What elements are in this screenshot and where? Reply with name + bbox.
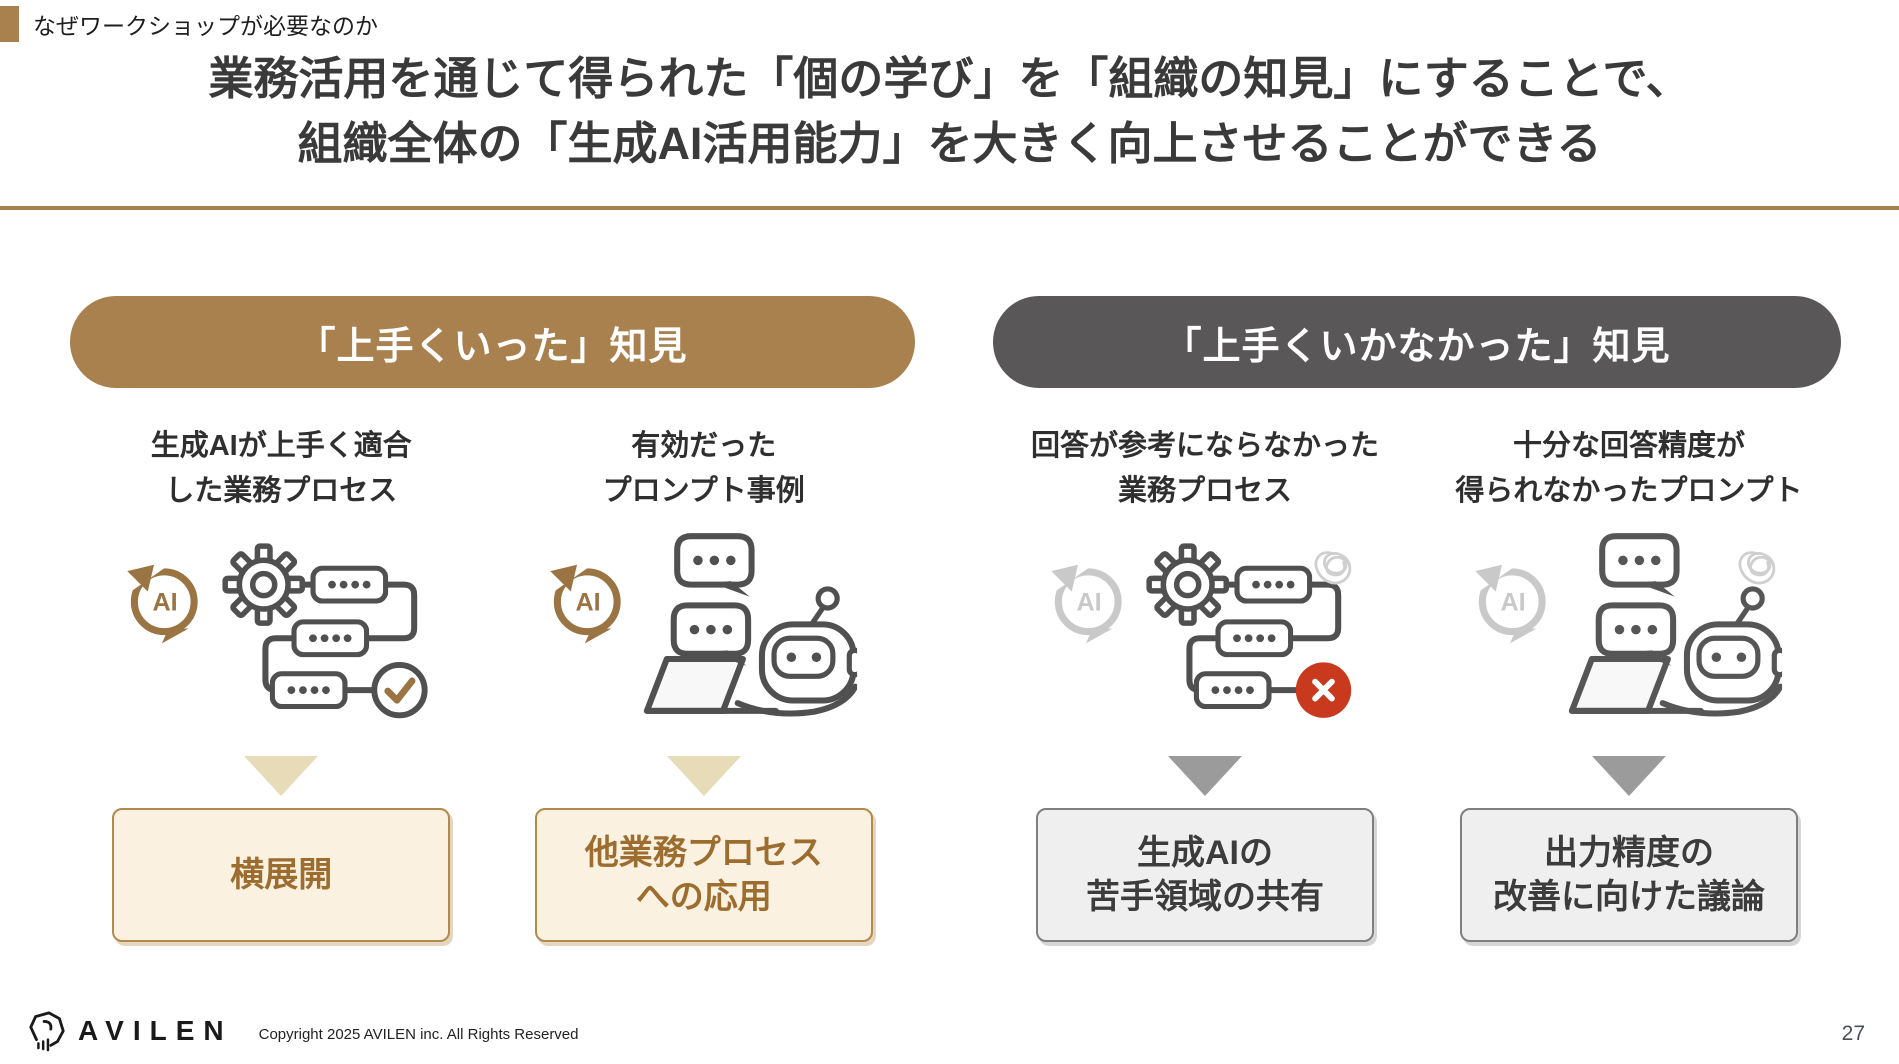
ai-process-failure-icon [1045,531,1365,734]
ai-prompt-failure-icon [1469,528,1789,738]
brand-name: AVILEN [78,1015,233,1046]
ai-loop-icon [121,548,194,644]
tangle-scribble-icon [1314,551,1352,585]
column-label-line: 業務プロセス [1117,475,1292,507]
column-label: 有効だった プロンプト事例 [603,424,805,516]
result-line: 生成AIの [1137,834,1273,872]
page-number: 27 [1841,1022,1865,1045]
column-label: 生成AIが上手く適合 した業務プロセス [151,424,412,516]
column-label-line: 十分な回答精度が [1512,430,1745,462]
section-failure: 「上手くいかなかった」知見 回答が参考にならなかった 業務プロセス [993,296,1841,942]
result-line: 他業務プロセス [584,834,823,872]
down-triangle-icon [1592,756,1666,796]
kicker-label: なぜワークショップが必要なのか [33,13,378,39]
result-line: 苦手領域の共有 [1086,878,1324,916]
footer: AVILEN Copyright 2025 AVILEN inc. All Ri… [26,1010,579,1052]
column-success-prompt: 有効だった プロンプト事例 他業務プロセス への応用 [493,388,916,942]
copyright-text: Copyright 2025 AVILEN inc. All Rights Re… [258,1025,579,1043]
section-failure-header: 「上手くいかなかった」知見 [993,296,1841,388]
result-box: 出力精度の 改善に向けた議論 [1460,808,1798,942]
page-title-line-2: 組織全体の「生成AI活用能力」を大きく向上させることができる [297,118,1602,169]
section-success: 「上手くいった」知見 生成AIが上手く適合 した業務プロセス 横展開 [70,296,915,942]
column-label: 十分な回答精度が 得られなかったプロンプト [1455,424,1802,516]
column-label-line: プロンプト事例 [602,475,805,507]
ai-prompt-success-icon [544,528,864,738]
ai-loop-faded-icon [1045,548,1118,644]
column-label-line: 有効だった [631,430,777,462]
check-badge-icon [375,665,425,715]
ai-process-failure-icon [1045,528,1365,738]
column-label-line: 得られなかったプロンプト [1455,475,1803,507]
result-line: 改善に向けた議論 [1493,878,1765,916]
result-box: 他業務プロセス への応用 [534,808,873,942]
error-x-badge-icon [1296,663,1351,718]
column-label-line: 生成AIが上手く適合 [150,430,412,462]
avilen-logo-icon [29,1011,65,1052]
ai-loop-icon [544,548,617,644]
down-triangle-icon [244,756,319,796]
chat-robot-icon [647,537,861,714]
column-success-process: 生成AIが上手く適合 した業務プロセス 横展開 [70,388,493,942]
kicker-accent-bar [0,6,19,42]
page-title: 業務活用を通じて得られた「個の学び」を「組織の知見」にすることで、 組織全体の「… [0,46,1899,176]
result-box: 横展開 [112,808,451,942]
result-line: 出力精度の [1544,834,1714,872]
ai-process-success-icon [121,531,441,734]
column-failure-process: 回答が参考にならなかった 業務プロセス 生成AIの 苦手領域の共有 [993,388,1417,942]
column-failure-prompt: 十分な回答精度が 得られなかったプロンプト 出力精度の 改善に向けた議論 [1417,388,1841,942]
ai-process-success-icon [121,528,441,738]
ai-prompt-failure-icon [1469,531,1789,734]
down-triangle-icon [1168,756,1242,796]
result-line: 横展開 [230,856,333,894]
ai-loop-faded-icon [1469,548,1542,644]
result-line: への応用 [635,878,772,916]
ai-prompt-success-icon [544,531,864,734]
tangle-scribble-icon [1738,551,1776,585]
result-box: 生成AIの 苦手領域の共有 [1036,808,1374,942]
column-label: 回答が参考にならなかった 業務プロセス [1031,424,1379,516]
section-success-header: 「上手くいった」知見 [70,296,915,388]
column-label-line: した業務プロセス [165,475,398,507]
title-divider [0,206,1899,210]
down-triangle-icon [666,756,741,796]
column-label-line: 回答が参考にならなかった [1030,430,1379,462]
kicker: なぜワークショップが必要なのか [0,6,378,42]
page-title-line-1: 業務活用を通じて得られた「個の学び」を「組織の知見」にすることで、 [208,53,1691,104]
